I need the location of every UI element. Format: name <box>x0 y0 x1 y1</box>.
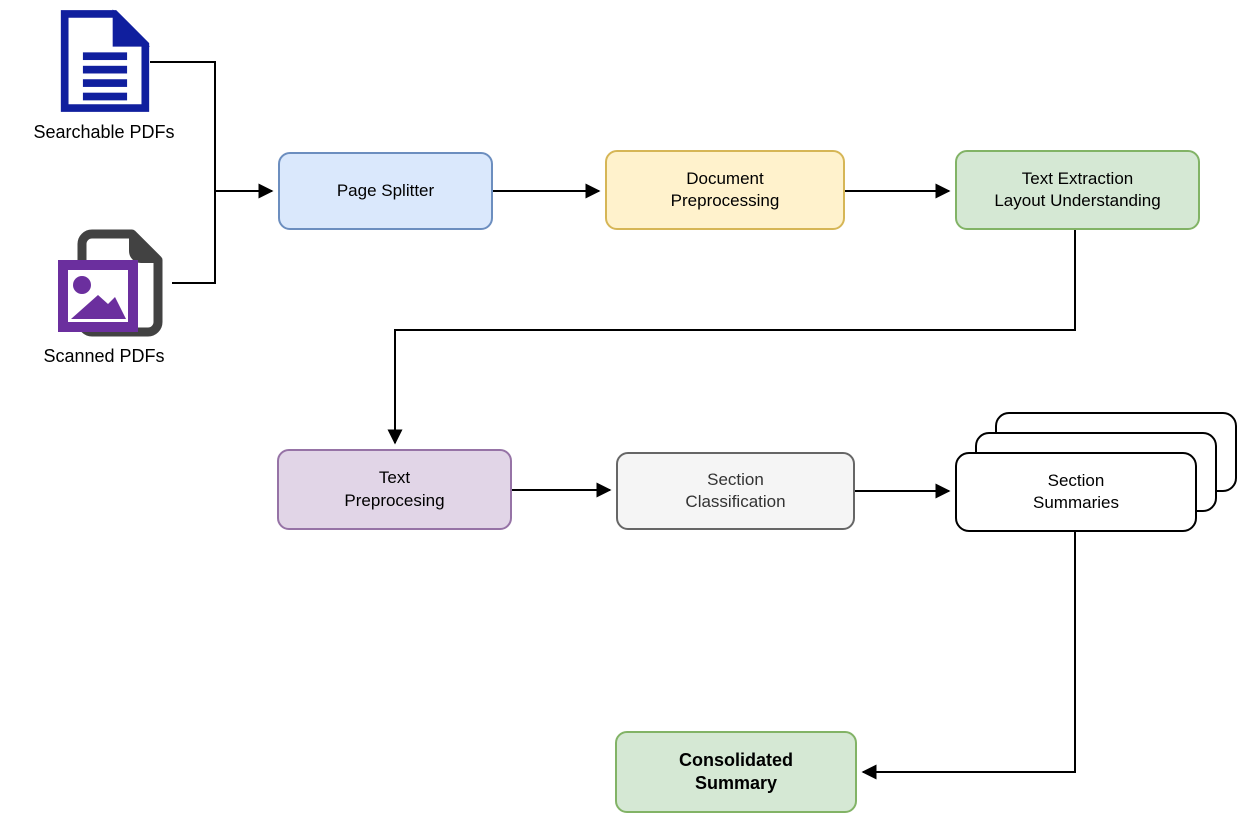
searchable-pdfs-label: Searchable PDFs <box>33 122 175 142</box>
node-page-splitter: Page Splitter <box>278 152 493 230</box>
node-section-summaries-label: Section Summaries <box>1033 470 1119 512</box>
node-section-classification: Section Classification <box>616 452 855 530</box>
node-consolidated-summary: Consolidated Summary <box>615 731 857 813</box>
connector-section-summaries-to-consolidated-summary <box>861 532 1076 780</box>
node-section-classification-label: Section Classification <box>685 469 786 511</box>
scanned-image-icon <box>58 229 163 337</box>
node-text-extraction-label: Text Extraction Layout Understanding <box>994 168 1161 210</box>
node-text-preprocessing: Text Preprocesing <box>277 449 512 530</box>
connector-text-extraction-to-text-preprocessing <box>387 230 1076 445</box>
node-text-preprocessing-label: Text Preprocesing <box>344 468 445 510</box>
node-text-extraction-layout-understanding: Text Extraction Layout Understanding <box>955 150 1200 230</box>
connector-sources-junction <box>150 61 216 284</box>
node-section-summaries: Section Summaries <box>955 452 1197 532</box>
document-icon <box>60 9 150 112</box>
node-document-preprocessing-label: Document Preprocessing <box>670 168 780 210</box>
node-document-preprocessing: Document Preprocessing <box>605 150 845 230</box>
scanned-pdfs-label: Scanned PDFs <box>43 346 165 366</box>
node-page-splitter-label: Page Splitter <box>336 180 435 200</box>
node-consolidated-summary-label: Consolidated Summary <box>678 749 793 793</box>
